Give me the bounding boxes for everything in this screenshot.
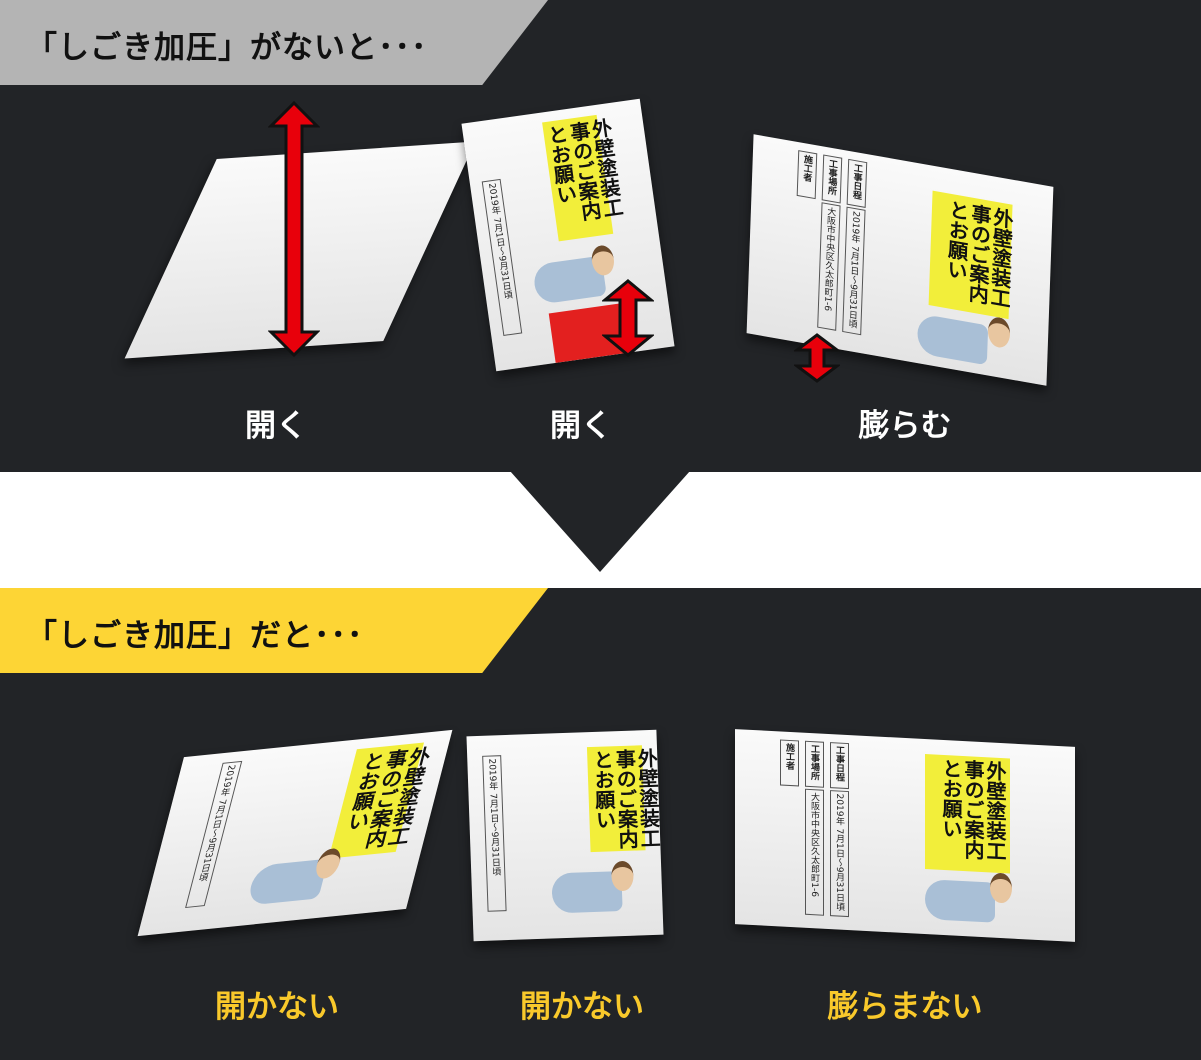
flyer-address: 大阪市中央区久太郎町1-6 <box>817 202 841 331</box>
flyer-period: 2019年 7月1日～9月31日頃 <box>830 790 849 918</box>
open-arrow-large <box>268 100 320 358</box>
flyer-title: 外壁塗装工事のご案内とお願い <box>939 757 1007 862</box>
caption-puffs: 膨らむ <box>858 408 952 444</box>
caption-opens-2: 開く <box>550 408 612 444</box>
flyer-label-period: 工事日程 <box>846 158 868 208</box>
with-pressure-banner: 「しごき加圧」だと･･･ <box>0 588 548 673</box>
worker-head <box>610 860 634 892</box>
worker-illustration <box>916 313 989 366</box>
caption-opens-1: 開く <box>245 408 307 444</box>
puff-arrow-small <box>794 333 840 383</box>
caption-stays-closed-1: 開かない <box>215 989 339 1025</box>
flyer-flat-1: 外壁塗装工事のご案内とお願い 2019年 7月1日～9月31日頃 <box>137 729 453 937</box>
down-pointer <box>510 471 690 572</box>
flyer-title: 外壁塗装工事のご案内とお願い <box>342 745 434 850</box>
flyer-address: 大阪市中央区久太郎町1-6 <box>805 788 824 916</box>
flyer-period: 2019年 7月1日～9月31日頃 <box>842 206 866 336</box>
flyer-title: 外壁塗装工事のご案内とお願い <box>943 198 1015 310</box>
flyer-label-contractor: 施工者 <box>796 150 818 200</box>
flyer-period: 2019年 7月1日～9月31日頃 <box>482 755 507 912</box>
worker-head <box>990 872 1012 904</box>
flyer-puffed: 外壁塗装工事のご案内とお願い 工事日程 工事場所 施工者 2019年 7月1日～… <box>746 134 1054 386</box>
caption-stays-flat: 膨らまない <box>827 989 983 1025</box>
worker-head <box>987 315 1011 350</box>
flyer-label-contractor: 施工者 <box>780 739 799 787</box>
flyer-label-address: 工事場所 <box>805 740 824 788</box>
without-pressure-panel: 「しごき加圧」がないと･･･ 外壁塗装工事のご案内とお願い 2019年 7月1日… <box>0 0 1201 472</box>
flyer-title: 外壁塗装工事のご案内とお願い <box>590 747 662 850</box>
open-arrow-medium <box>602 279 654 357</box>
flyer-period: 2019年 7月1日～9月31日頃 <box>185 760 243 909</box>
without-pressure-banner: 「しごき加圧」がないと･･･ <box>0 0 548 85</box>
flyer-flat-3: 外壁塗装工事のご案内とお願い 工事日程 工事場所 施工者 2019年 7月1日～… <box>735 729 1075 942</box>
caption-stays-closed-2: 開かない <box>520 989 644 1025</box>
worker-head <box>313 847 344 880</box>
flyer-label-period: 工事日程 <box>830 742 849 790</box>
worker-illustration <box>925 879 995 923</box>
with-pressure-panel: 「しごき加圧」だと･･･ 外壁塗装工事のご案内とお願い 2019年 7月1日～9… <box>0 588 1201 1060</box>
flyer-label-address: 工事場所 <box>821 154 843 204</box>
flyer-flat-2: 外壁塗装工事のご案内とお願い 2019年 7月1日～9月31日頃 <box>466 729 664 942</box>
flyer-period: 2019年 7月1日～9月31日頃 <box>481 178 523 336</box>
